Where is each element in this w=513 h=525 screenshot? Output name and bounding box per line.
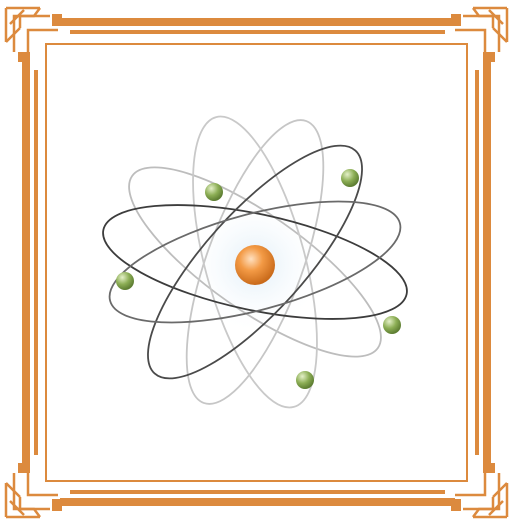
electron bbox=[383, 316, 401, 334]
nucleus bbox=[235, 245, 275, 285]
electron bbox=[116, 272, 134, 290]
electron bbox=[296, 371, 314, 389]
electron bbox=[205, 183, 223, 201]
electron bbox=[341, 169, 359, 187]
